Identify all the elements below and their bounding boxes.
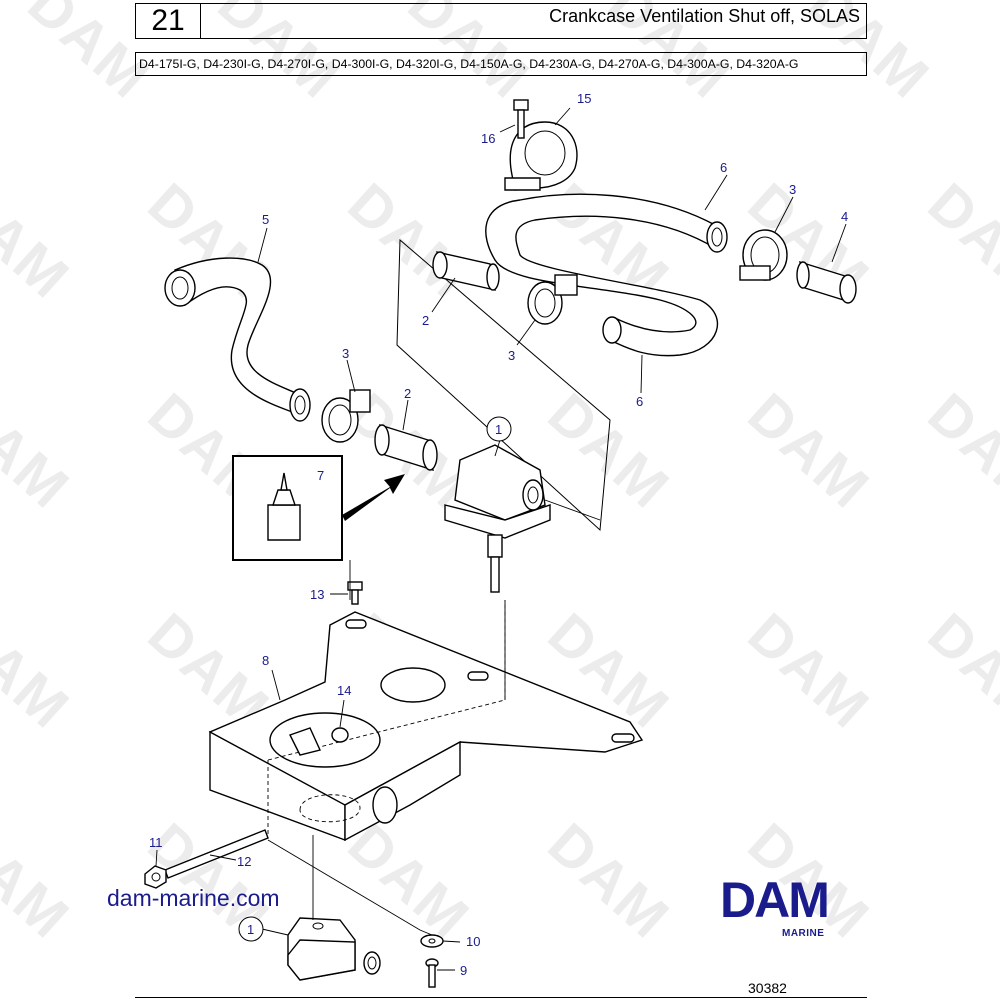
hose-6 [485,193,728,357]
header-box: 21 Crankcase Ventilation Shut off, SOLAS [135,3,867,39]
leader-lines [155,107,847,971]
engine-models: D4-175I-G, D4-230I-G, D4-270I-G, D4-300I… [139,57,799,71]
label-part-5: 5 [262,212,269,227]
nut-11 [144,865,167,889]
logo-subtitle: MARINE [782,928,825,939]
page-title: Crankcase Ventilation Shut off, SOLAS [549,6,860,26]
clamp-3-left [321,389,371,443]
detail-box-7 [232,455,343,561]
label-part-14: 14 [337,683,351,698]
screw-13 [347,581,363,605]
label-part-11: 11 [149,835,163,850]
nipple-2-upper [432,251,500,291]
clamp-15 [504,121,578,191]
label-part-6-lower: 6 [636,394,643,409]
label-part-3-right: 3 [789,182,796,197]
logo-wordmark: DAM [720,873,828,928]
bolt-12 [164,829,269,879]
label-part-4: 4 [841,209,848,224]
nipple-4 [796,260,857,304]
website-url: dam-marine.com [107,885,280,911]
hose-5 [164,257,311,422]
label-part-7: 7 [317,468,324,483]
callout-circle-1-top [486,416,512,442]
label-part-1-bottom: 1 [247,922,254,937]
page-number: 21 [136,4,201,38]
shut-off-valve-1-lower [287,917,381,981]
bracket-8 [208,600,644,842]
label-part-2-left: 2 [422,313,429,328]
drawing-number: 30382 [748,980,787,996]
bolt-16 [513,99,529,139]
label-part-15: 15 [577,91,591,106]
label-part-3-left: 3 [342,346,349,361]
nipple-2-left [374,423,438,472]
label-part-3-mid: 3 [508,348,515,363]
models-box: D4-175I-G, D4-230I-G, D4-270I-G, D4-300I… [135,52,867,76]
clamp-3-right [739,229,788,281]
washer-10 [420,934,444,948]
pointer-arrow-7 [342,474,405,521]
label-part-16: 16 [481,131,495,146]
label-part-10: 10 [466,934,480,949]
callout-circle-1-bottom [238,916,264,942]
label-part-1-top: 1 [495,422,502,437]
part-14 [289,727,349,756]
alignment-box [396,238,611,532]
label-part-6-upper: 6 [720,160,727,175]
screw-9 [425,958,439,988]
label-part-8: 8 [262,653,269,668]
clamp-3-mid [527,274,578,325]
label-part-9: 9 [460,963,467,978]
label-part-13: 13 [310,587,324,602]
bottom-rule [135,997,867,998]
dam-marine-logo: DAM [720,873,830,928]
label-part-2-upper: 2 [404,386,411,401]
label-part-12: 12 [237,854,251,869]
shut-off-valve-1 [444,444,551,593]
